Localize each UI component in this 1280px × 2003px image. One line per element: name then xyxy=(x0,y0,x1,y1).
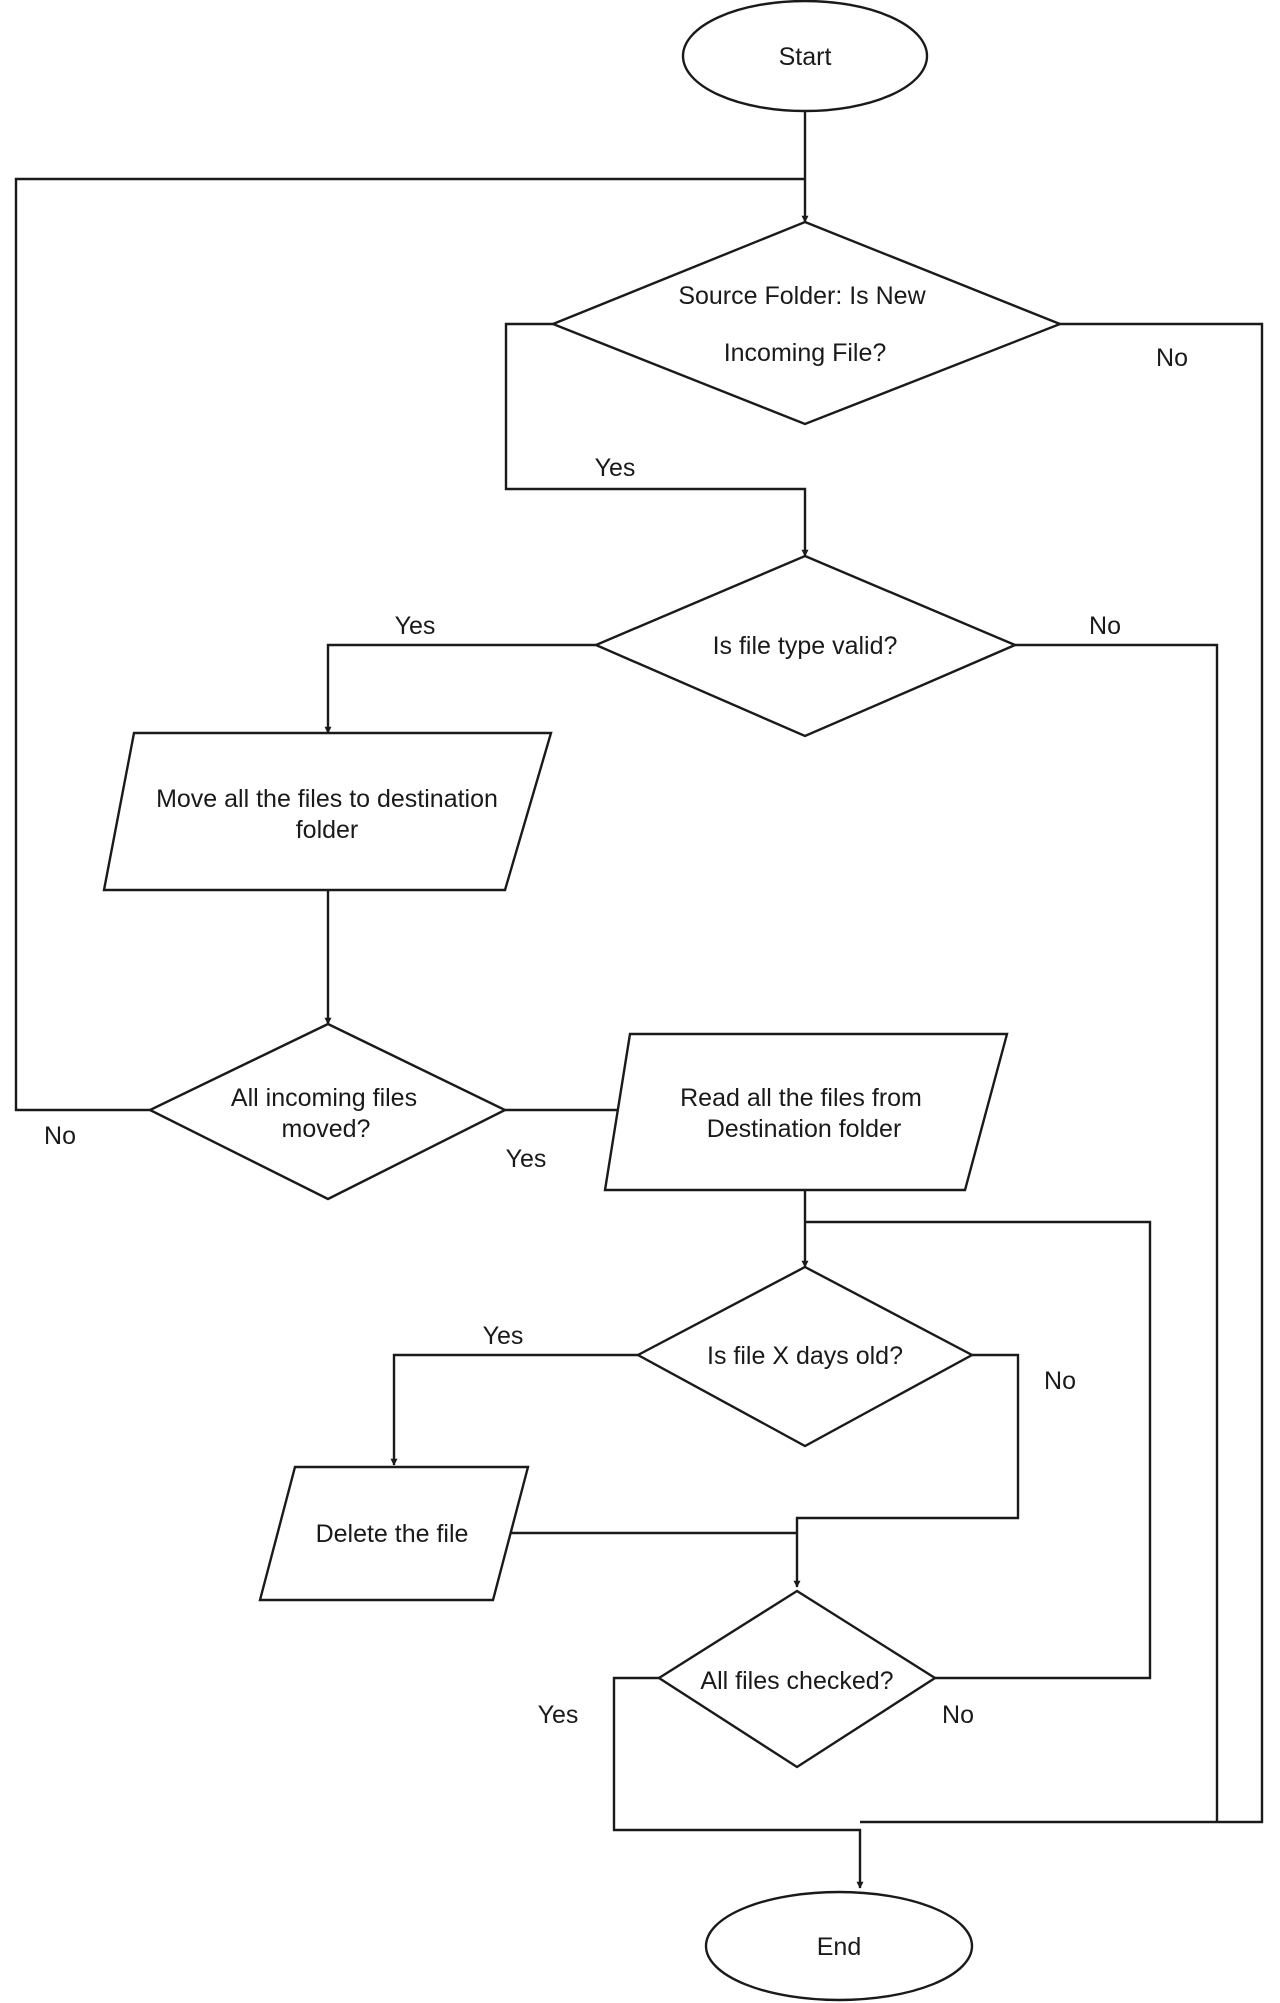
source-folder-label-line1: Source Folder: Is New xyxy=(678,282,926,310)
edge-label-type-yes: Yes xyxy=(395,612,436,640)
file-type-diamond xyxy=(592,554,1019,738)
all-moved-label-line1: All incoming files xyxy=(231,1084,417,1112)
file-type-decision: Is file type valid? xyxy=(592,554,1019,738)
edges xyxy=(14,112,1264,1889)
source-folder-label-line2: Incoming File? xyxy=(724,339,887,367)
start-terminal-shape xyxy=(681,0,929,113)
edge-label-source-yes: Yes xyxy=(595,454,636,482)
edge-days-no-to-checked xyxy=(793,1353,1020,1588)
read-files-process: Read all the files from Destination fold… xyxy=(603,1032,1009,1192)
delete-file-label: Delete the file xyxy=(316,1520,469,1548)
edge-source-yes-to-type-check xyxy=(504,322,809,557)
edge-label-checked-no: No xyxy=(942,1701,974,1729)
edge-labels: Yes No Yes No No Yes Yes No Yes No xyxy=(44,344,1188,1729)
read-files-label-line1: Read all the files from xyxy=(680,1084,922,1112)
delete-file-parallelogram xyxy=(258,1465,530,1602)
file-type-label: Is file type valid? xyxy=(713,632,898,660)
all-checked-diamond xyxy=(656,1589,938,1769)
all-moved-label-line2: moved? xyxy=(282,1115,371,1143)
edge-label-moved-no: No xyxy=(44,1122,76,1150)
edge-source-no-to-end xyxy=(860,322,1264,1824)
source-folder-diamond xyxy=(549,220,1064,426)
edge-type-yes-to-move xyxy=(324,643,596,734)
read-files-parallelogram xyxy=(603,1032,1009,1192)
end-terminal-shape xyxy=(704,1890,974,2002)
start-label: Start xyxy=(779,43,832,71)
all-checked-label: All files checked? xyxy=(700,1667,893,1695)
edge-label-days-yes: Yes xyxy=(483,1322,524,1350)
all-moved-diamond xyxy=(147,1022,508,1201)
edge-checked-yes-to-end xyxy=(612,1676,864,1889)
read-files-label-line2: Destination folder xyxy=(707,1115,902,1143)
edge-label-days-no: No xyxy=(1044,1367,1076,1395)
edge-days-yes-to-delete xyxy=(390,1353,638,1466)
edge-label-moved-yes: Yes xyxy=(506,1145,547,1173)
all-moved-decision: All incoming files moved? xyxy=(147,1022,508,1201)
edge-label-source-no: No xyxy=(1156,344,1188,372)
move-files-label-line2: folder xyxy=(296,816,359,844)
edge-loop-checked-no-to-days-check xyxy=(805,1220,1152,1680)
days-old-decision: Is file X days old? xyxy=(635,1265,975,1448)
move-files-process: Move all the files to destination folder xyxy=(102,731,553,892)
source-folder-decision: Source Folder: Is New Incoming File? xyxy=(549,220,1064,426)
days-old-diamond xyxy=(635,1265,975,1448)
edge-type-no-to-end xyxy=(1015,643,1219,1822)
days-old-label: Is file X days old? xyxy=(707,1342,903,1370)
move-files-parallelogram xyxy=(102,731,553,892)
edge-label-type-no: No xyxy=(1089,612,1121,640)
all-checked-decision: All files checked? xyxy=(656,1589,938,1769)
end-label: End xyxy=(817,1933,861,1961)
move-files-label-line1: Move all the files to destination xyxy=(156,785,498,813)
start-node: Start xyxy=(681,0,929,113)
edge-loop-no-moved-to-source-check xyxy=(14,177,805,1112)
delete-file-process: Delete the file xyxy=(258,1465,530,1602)
end-node: End xyxy=(704,1890,974,2002)
edge-label-checked-yes: Yes xyxy=(538,1701,579,1729)
